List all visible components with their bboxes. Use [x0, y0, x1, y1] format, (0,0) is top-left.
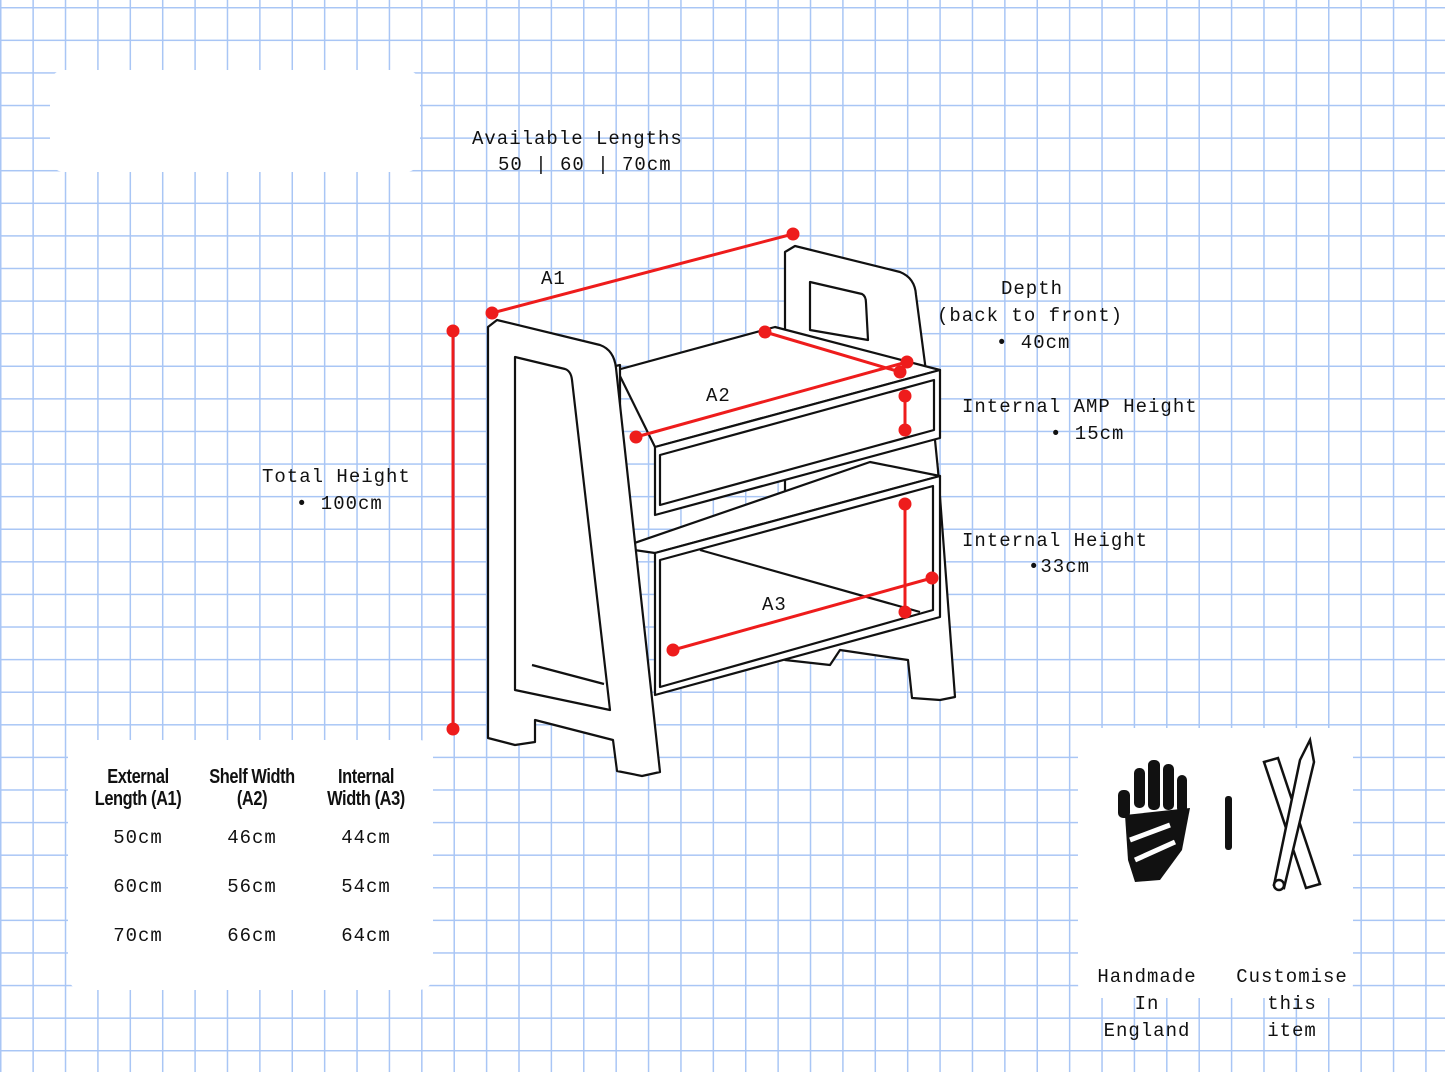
dimension-lines	[446, 227, 939, 736]
available-lengths-title: Available Lengths	[472, 128, 683, 150]
dimension-a3	[672, 576, 933, 652]
table-cell: 46cm	[227, 827, 277, 849]
internal-height-title: Internal Height	[962, 530, 1149, 552]
amp-height-value: • 15cm	[1050, 423, 1125, 445]
internal-height-value: •33cm	[1028, 556, 1091, 578]
table-cell: 54cm	[341, 876, 391, 898]
table-cell: 70cm	[113, 925, 163, 947]
total-height-value: • 100cm	[296, 493, 383, 515]
front-frame-opening	[513, 355, 612, 712]
table-cell: 44cm	[341, 827, 391, 849]
depth-value: • 40cm	[996, 332, 1071, 354]
ruler-pencil-icon	[1262, 736, 1322, 892]
back-frame-opening	[808, 280, 870, 342]
depth-title: Depth	[1001, 278, 1064, 300]
blank-logo-panel	[50, 70, 420, 172]
size-table-panel	[68, 740, 433, 990]
table-cell: 64cm	[341, 925, 391, 947]
dimension-a2	[635, 360, 908, 439]
label-a1: A1	[541, 268, 566, 290]
label-a2: A2	[706, 385, 731, 407]
table-cell: 60cm	[113, 876, 163, 898]
dimension-a1	[491, 232, 794, 315]
available-lengths-values: 50 | 60 | 70cm	[498, 154, 672, 176]
table-cell: 66cm	[227, 925, 277, 947]
bookshelf-drawing	[486, 244, 957, 778]
divider-bar	[1225, 796, 1232, 850]
dimension-depth	[764, 330, 901, 374]
total-height-title: Total Height	[262, 466, 411, 488]
table-cell: 50cm	[113, 827, 163, 849]
depth-subtitle: (back to front)	[937, 305, 1124, 327]
label-a3: A3	[762, 594, 787, 616]
hand-icon	[1118, 760, 1190, 882]
table-header-shelf-width: Shelf Width(A2)	[209, 766, 295, 810]
bookshelf-diagram	[446, 227, 1322, 892]
amp-height-title: Internal AMP Height	[962, 396, 1198, 418]
table-cell: 56cm	[227, 876, 277, 898]
